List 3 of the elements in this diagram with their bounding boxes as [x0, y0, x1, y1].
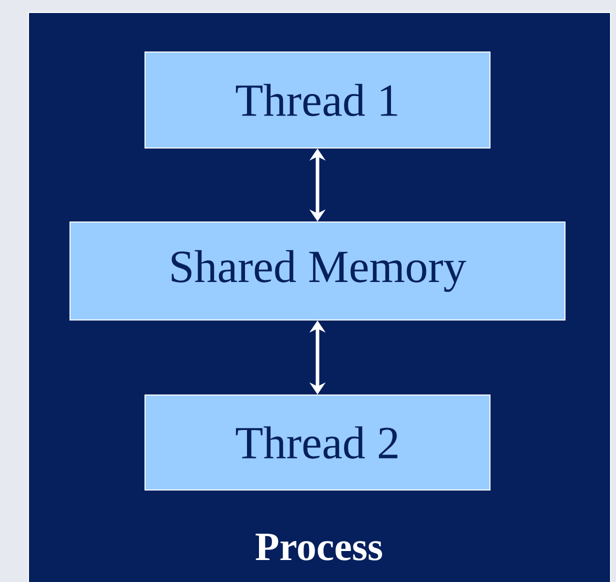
process-box: Thread 1 [144, 52, 490, 148]
process-box: Shared Memory [70, 222, 566, 320]
process-box: Thread 2 [144, 394, 490, 490]
